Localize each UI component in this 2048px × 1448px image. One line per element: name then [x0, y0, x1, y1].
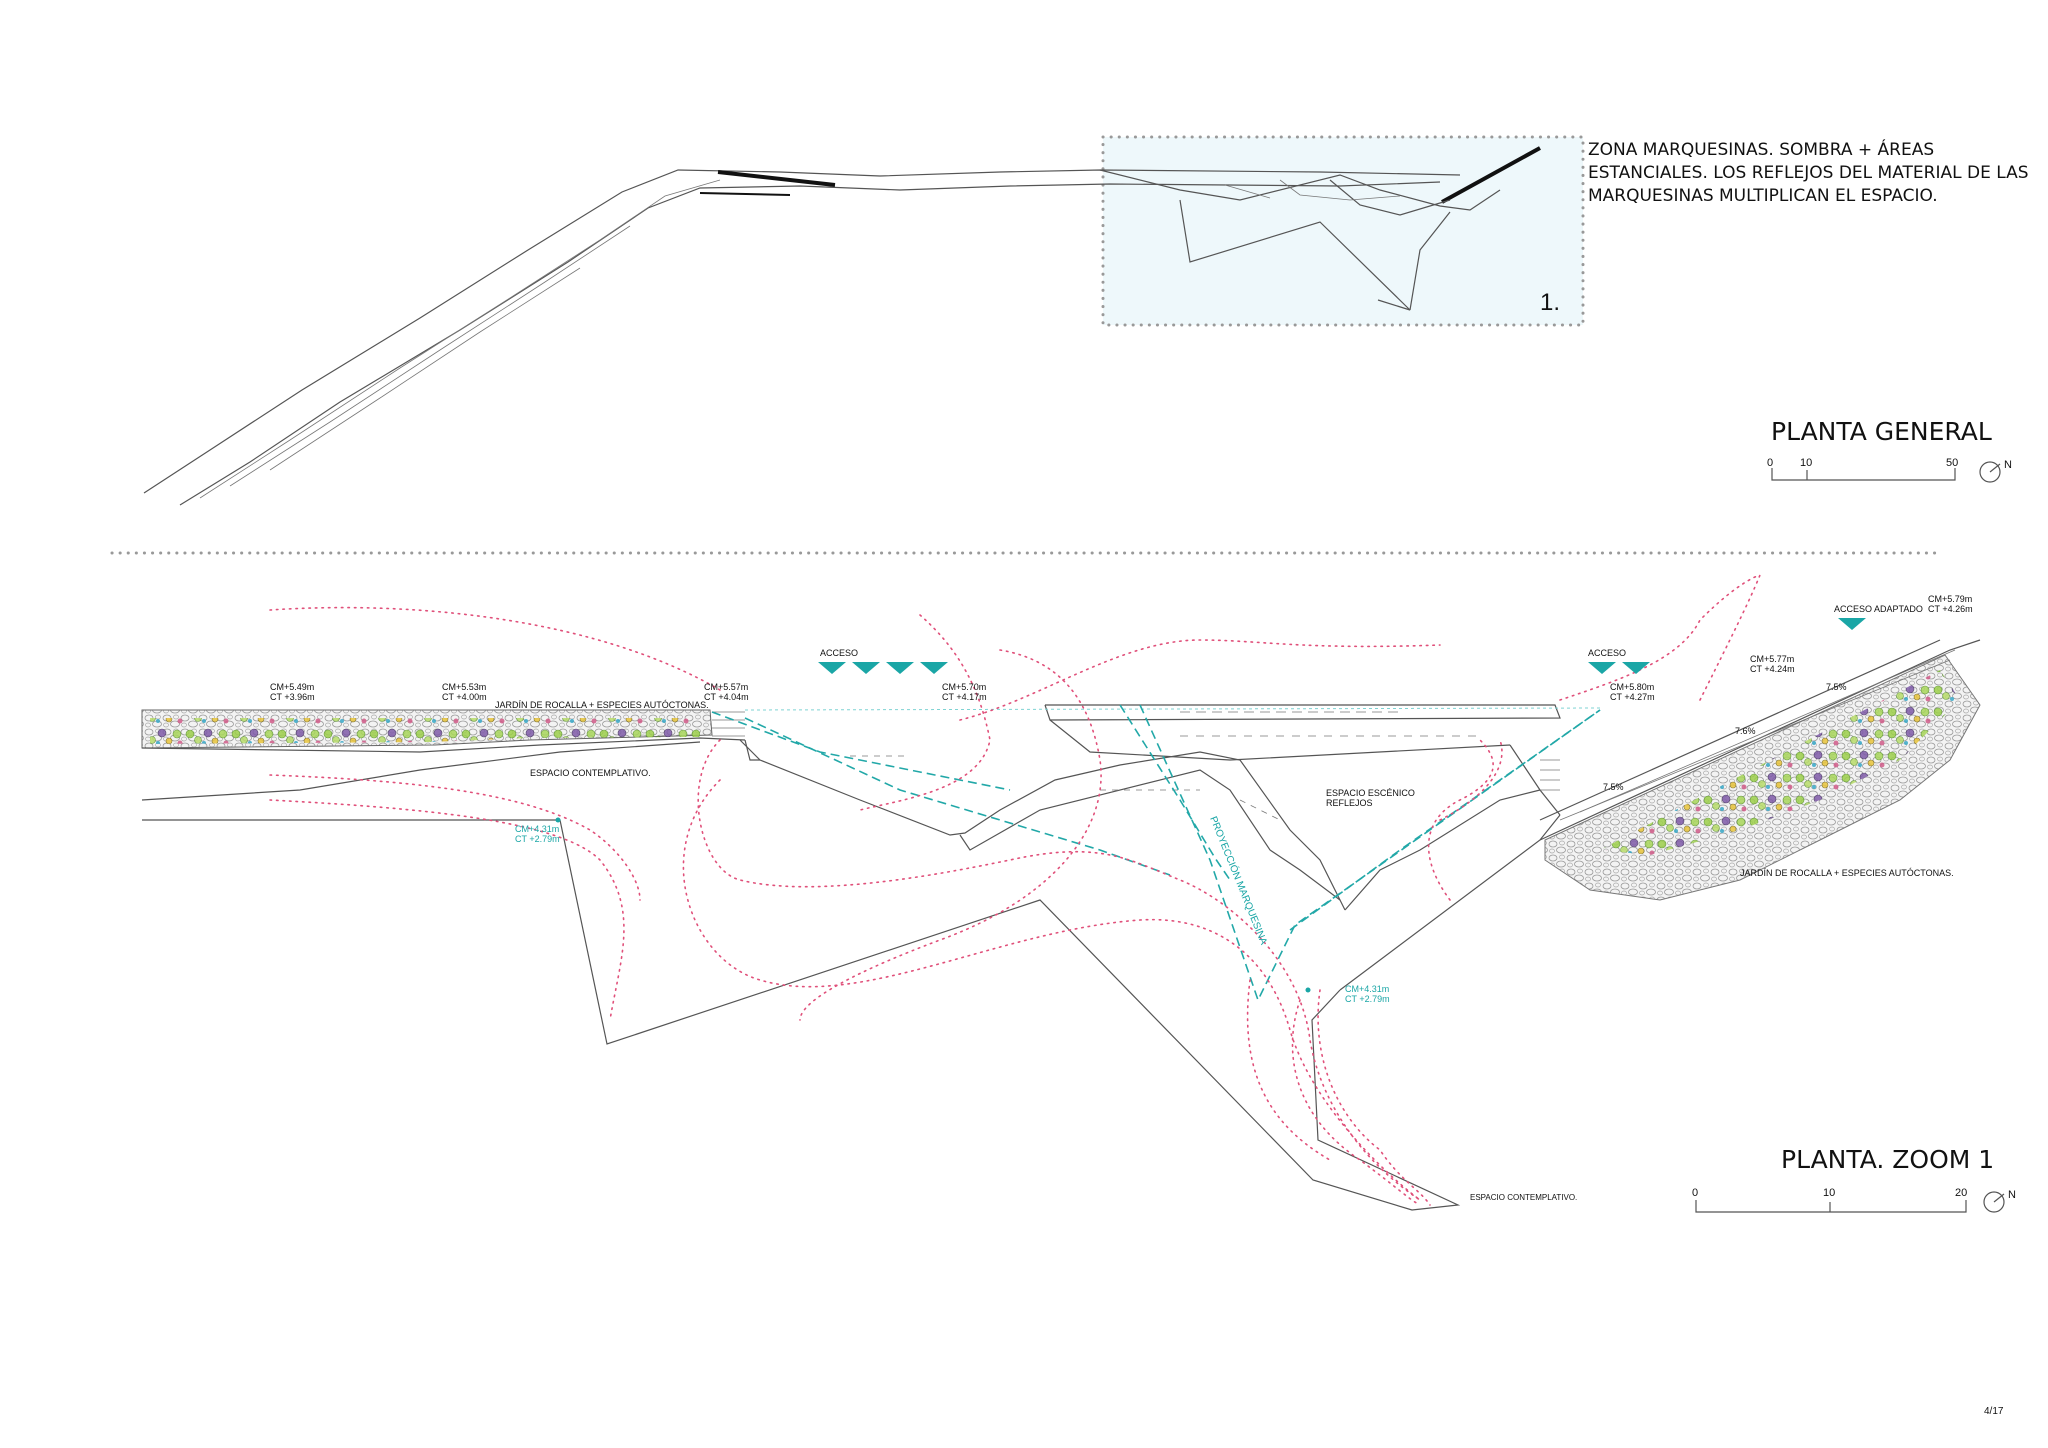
scale-general-50: 50 — [1946, 457, 1958, 469]
label-espacio-escenico-1: ESPACIO ESCÉNICO — [1326, 788, 1415, 798]
callout-line-2: ESTANCIALES. LOS REFLEJOS DEL MATERIAL D… — [1588, 163, 2029, 183]
label-espacio-escenico-2: REFLEJOS — [1326, 798, 1373, 808]
scale-zoom-20: 20 — [1955, 1187, 1967, 1199]
scale-zoom-10: 10 — [1823, 1187, 1835, 1199]
acceso-adaptado-marker — [1838, 618, 1866, 630]
level-3-cm: CM+5.57m — [704, 682, 748, 692]
scale-zoom-0: 0 — [1692, 1187, 1698, 1199]
level-1-ct: CT +3.96m — [270, 692, 315, 702]
callout-number: 1. — [1540, 289, 1560, 316]
zoom-title: PLANTA. ZOOM 1 — [1781, 1145, 1994, 1174]
level-3-ct: CT +4.04m — [704, 692, 749, 702]
zoom-drawing — [141, 574, 1981, 1211]
level-4-cm: CM+5.70m — [942, 682, 986, 692]
acceso-markers-2 — [1588, 662, 1650, 674]
label-acceso-2: ACCESO — [1588, 648, 1626, 658]
planta-general-drawing — [143, 135, 1585, 506]
level-marker-teal-1 — [555, 817, 561, 823]
level-6-cm: CM+5.77m — [1750, 654, 1794, 664]
level-1-cm: CM+5.49m — [270, 682, 314, 692]
acceso-markers-1 — [818, 662, 948, 674]
level-4-ct: CT +4.17m — [942, 692, 987, 702]
level-2-cm: CM+5.53m — [442, 682, 486, 692]
level-marker-teal-2 — [1305, 987, 1311, 993]
slope-2: 7.6% — [1735, 726, 1756, 736]
label-espacio-contemplativo-2: ESPACIO CONTEMPLATIVO. — [1470, 1193, 1577, 1202]
page-number: 4/17 — [1984, 1406, 2004, 1417]
north-general-label: N — [2004, 459, 2012, 471]
level-5-ct: CT +4.27m — [1610, 692, 1655, 702]
level-teal-1-ct: CT +2.79m — [515, 834, 560, 844]
north-zoom-label: N — [2008, 1189, 2016, 1201]
scale-general-0: 0 — [1767, 457, 1773, 469]
planta-general-scale-bar: 0 10 50 — [1767, 457, 1958, 481]
label-espacio-contemplativo-1: ESPACIO CONTEMPLATIVO. — [530, 768, 651, 778]
callout-line-3: MARQUESINAS MULTIPLICAN EL ESPACIO. — [1588, 186, 1938, 206]
planta-general-title: PLANTA GENERAL — [1771, 417, 1992, 446]
level-teal-2-ct: CT +2.79m — [1345, 994, 1390, 1004]
slope-1: 7.5% — [1826, 682, 1847, 692]
level-7-cm: CM+5.79m — [1928, 594, 1972, 604]
zoom-scale-bar: 0 10 20 — [1692, 1187, 1967, 1213]
level-6-ct: CT +4.24m — [1750, 664, 1795, 674]
label-acceso-adaptado: ACCESO ADAPTADO — [1834, 604, 1923, 614]
label-proyeccion-marquesina: PROYECCIÓN MARQUESINA — [1207, 814, 1271, 946]
level-7-ct: CT +4.26m — [1928, 604, 1973, 614]
label-jardin-left: JARDÍN DE ROCALLA + ESPECIES AUTÓCTONAS. — [495, 700, 709, 710]
level-teal-2-cm: CM+4.31m — [1345, 984, 1389, 994]
level-2-ct: CT +4.00m — [442, 692, 487, 702]
north-arrow-zoom-icon: N — [1983, 1189, 2016, 1213]
slope-3: 7.5% — [1603, 782, 1624, 792]
level-annotations: CM+5.49m CT +3.96m CM+5.53m CT +4.00m CM… — [270, 594, 1973, 1004]
level-5-cm: CM+5.80m — [1610, 682, 1654, 692]
north-arrow-icon: N — [1979, 459, 2012, 483]
scale-general-10: 10 — [1800, 457, 1812, 469]
callout-line-1: ZONA MARQUESINAS. SOMBRA + ÁREAS — [1588, 138, 1934, 160]
label-acceso-1: ACCESO — [820, 648, 858, 658]
label-jardin-right: JARDÍN DE ROCALLA + ESPECIES AUTÓCTONAS. — [1740, 868, 1954, 878]
slope-annotations: 7.5% 7.6% 7.5% — [1603, 682, 1847, 792]
callout-text: ZONA MARQUESINAS. SOMBRA + ÁREAS ESTANCI… — [1588, 138, 2029, 206]
level-teal-1-cm: CM+4.31m — [515, 824, 559, 834]
